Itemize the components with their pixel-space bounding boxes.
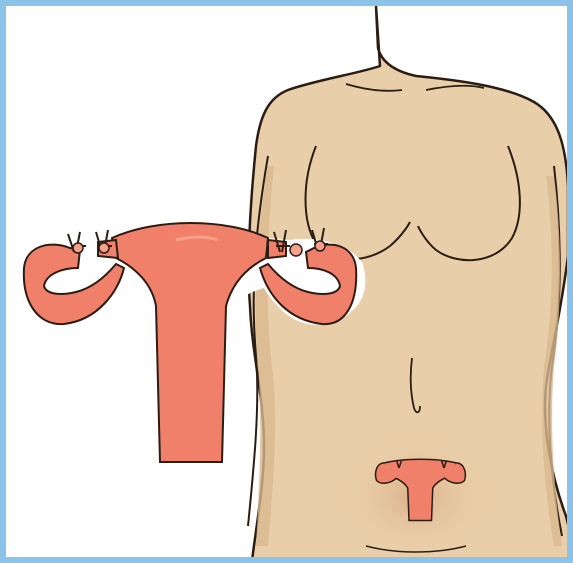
uterus-body [112, 223, 268, 462]
illustration-canvas [6, 6, 573, 563]
